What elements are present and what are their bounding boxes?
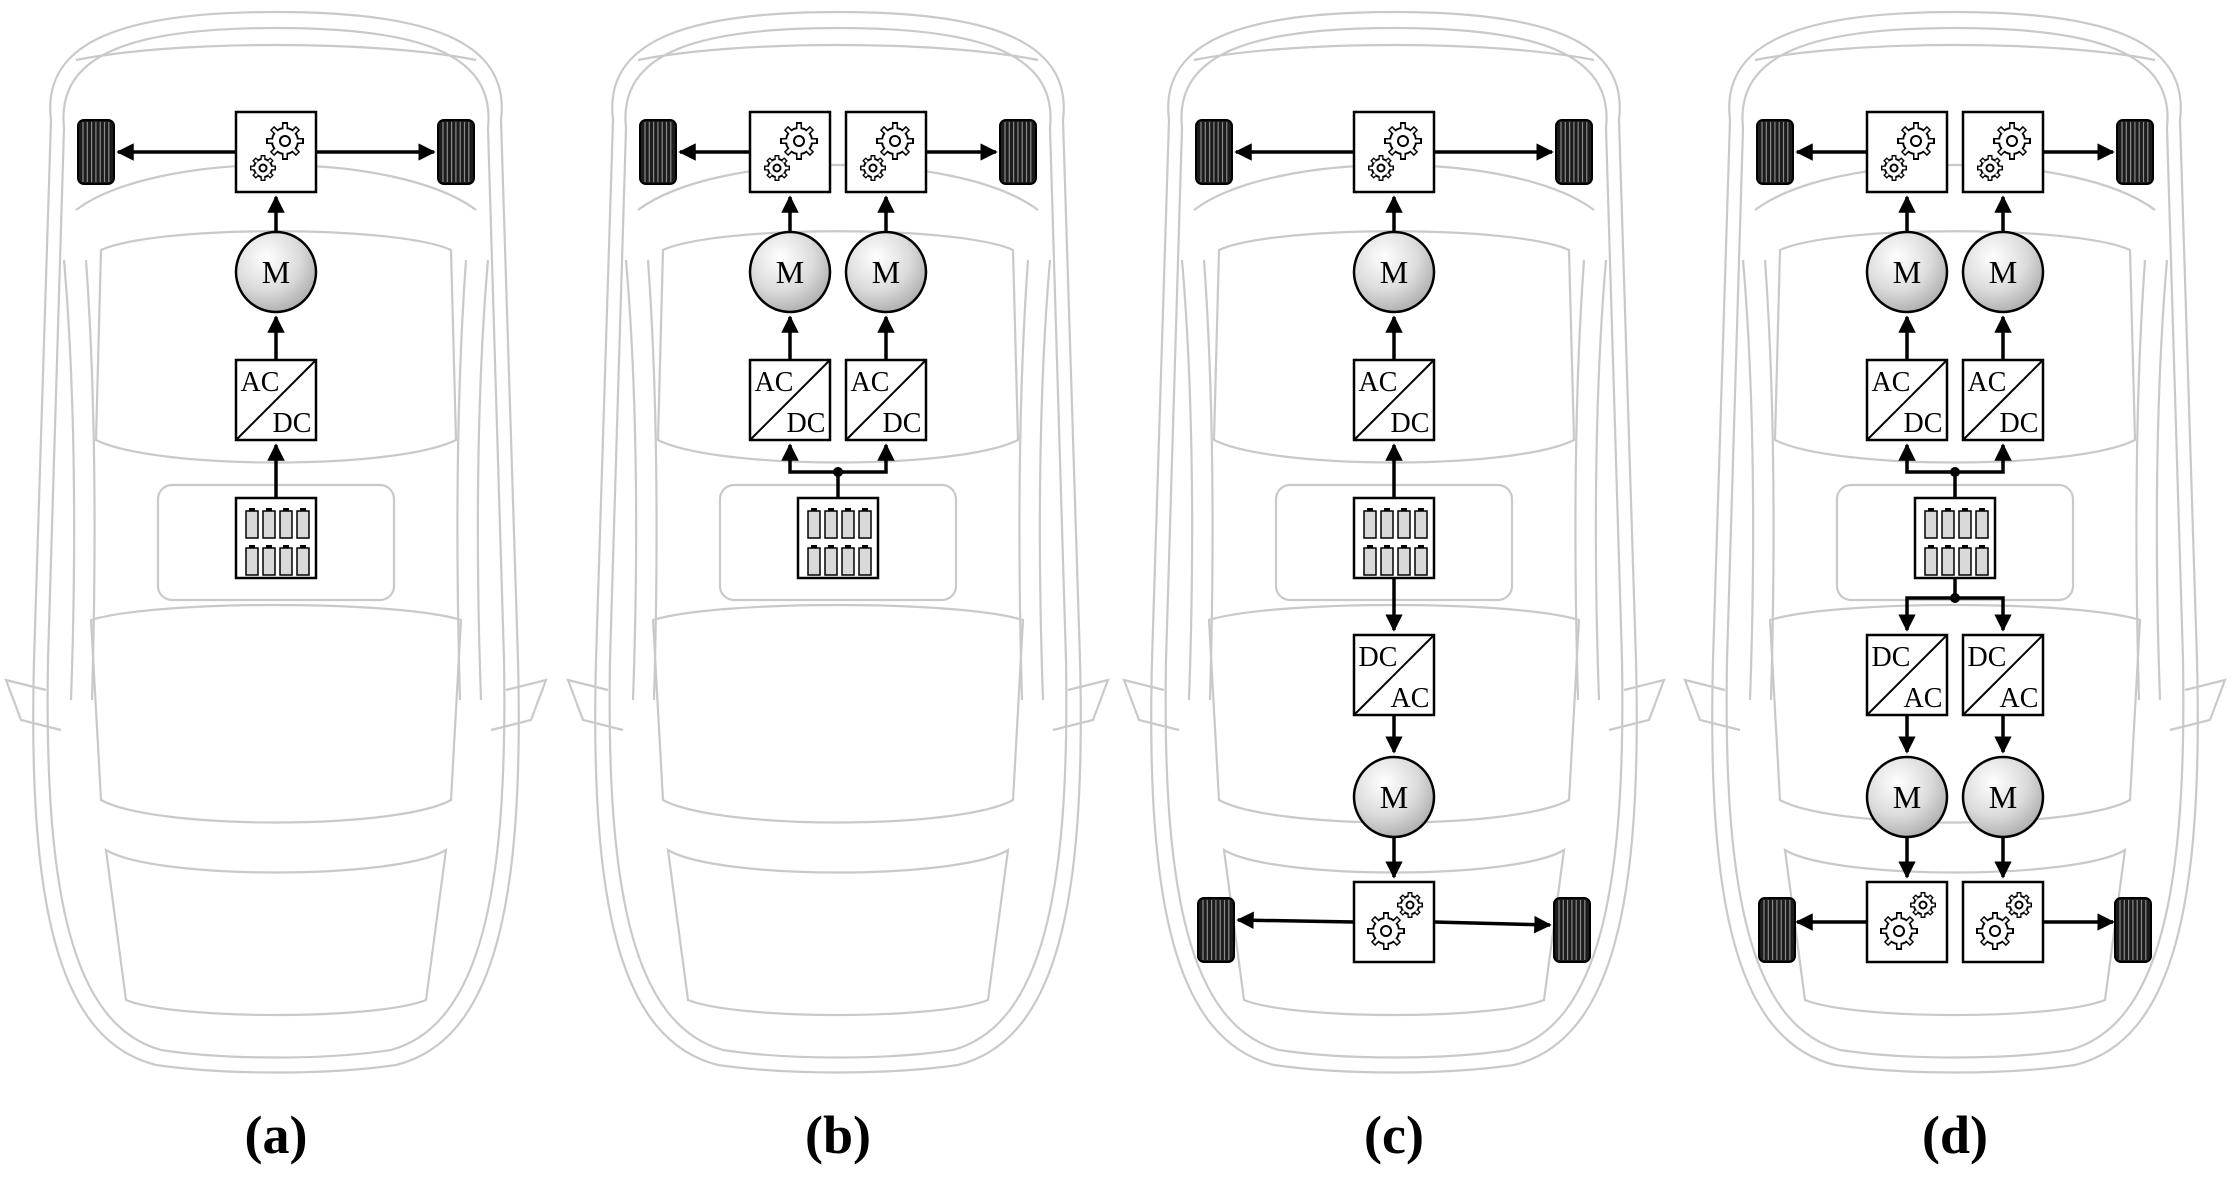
front-motor: M xyxy=(1865,230,1949,314)
front-left-wheel xyxy=(1195,119,1233,185)
bus-to-left-converter-arrow xyxy=(1898,443,1955,474)
gearbox-to-right-wheel-arrow xyxy=(1433,915,1552,934)
rear-gearbox xyxy=(1961,880,2045,964)
motor-label: M xyxy=(1989,779,2017,815)
rear-motor: M xyxy=(1961,755,2045,839)
front-motor: M xyxy=(234,230,318,314)
front-converter: AC DC xyxy=(1865,358,1949,442)
converter-bottom-label: DC xyxy=(1904,408,1943,439)
converter-bottom-label: AC xyxy=(1391,683,1430,714)
front-right-wheel xyxy=(2116,119,2154,185)
rear-gearbox xyxy=(1865,880,1949,964)
bus-to-right-converter-arrow xyxy=(838,443,895,474)
battery-pack xyxy=(796,496,880,580)
front-right-wheel xyxy=(999,119,1037,185)
motor-label: M xyxy=(262,254,290,290)
battery-pack xyxy=(1913,496,1997,580)
panel-b-caption: (b) xyxy=(805,1105,871,1165)
front-gearbox xyxy=(748,110,832,194)
front-converter: AC DC xyxy=(1961,358,2045,442)
front-motor: M xyxy=(1352,230,1436,314)
converter-top-label: AC xyxy=(1359,367,1398,398)
converter-bottom-label: DC xyxy=(883,408,922,439)
front-gearbox xyxy=(234,110,318,194)
converter-top-label: AC xyxy=(241,367,280,398)
front-motor: M xyxy=(748,230,832,314)
front-left-wheel xyxy=(1756,119,1794,185)
front-converter: AC DC xyxy=(844,358,928,442)
converter-top-label: DC xyxy=(1872,642,1911,673)
rear-right-wheel xyxy=(2114,897,2152,963)
rear-converter: DC AC xyxy=(1352,633,1436,717)
converter-bottom-label: AC xyxy=(2000,683,2039,714)
front-converter: AC DC xyxy=(1352,358,1436,442)
front-gearbox xyxy=(1865,110,1949,194)
motor-label: M xyxy=(1380,254,1408,290)
front-left-wheel xyxy=(639,119,677,185)
rear-motor: M xyxy=(1352,755,1436,839)
bus-to-right-converter-arrow xyxy=(1955,443,2012,474)
converter-bottom-label: DC xyxy=(2000,408,2039,439)
rear-gearbox xyxy=(1352,880,1436,964)
front-converter: AC DC xyxy=(234,358,318,442)
bus-to-left-inverter-arrow xyxy=(1898,596,1955,632)
front-gearbox xyxy=(1352,110,1436,194)
panel-a-caption: (a) xyxy=(244,1105,308,1165)
front-right-wheel xyxy=(437,119,475,185)
motor-label: M xyxy=(1989,254,2017,290)
rear-motor: M xyxy=(1865,755,1949,839)
front-motor: M xyxy=(844,230,928,314)
panel-d-caption: (d) xyxy=(1922,1105,1988,1165)
converter-bottom-label: DC xyxy=(1391,408,1430,439)
rear-converter: DC AC xyxy=(1865,633,1949,717)
battery-pack xyxy=(1352,496,1436,580)
converter-top-label: DC xyxy=(1968,642,2007,673)
front-converter: AC DC xyxy=(748,358,832,442)
converter-bottom-label: AC xyxy=(1904,683,1943,714)
motor-label: M xyxy=(1380,779,1408,815)
car-outline xyxy=(4,10,548,1074)
converter-top-label: AC xyxy=(1968,367,2007,398)
panel-d: M AC DC M AC DC DC AC M DC AC M xyxy=(1683,10,2227,1074)
front-gearbox xyxy=(844,110,928,194)
rear-left-wheel xyxy=(1197,897,1235,963)
motor-label: M xyxy=(872,254,900,290)
converter-top-label: AC xyxy=(851,367,890,398)
car-outline xyxy=(566,10,1110,1074)
motor-label: M xyxy=(1893,254,1921,290)
rear-right-wheel xyxy=(1553,897,1591,963)
gearbox-to-left-wheel-arrow xyxy=(1236,911,1355,930)
front-right-wheel xyxy=(1555,119,1593,185)
converter-top-label: AC xyxy=(755,367,794,398)
converter-top-label: DC xyxy=(1359,642,1398,673)
front-motor: M xyxy=(1961,230,2045,314)
rear-left-wheel xyxy=(1758,897,1796,963)
bus-to-right-inverter-arrow xyxy=(1955,596,2012,632)
converter-top-label: AC xyxy=(1872,367,1911,398)
converter-bottom-label: DC xyxy=(273,408,312,439)
front-left-wheel xyxy=(77,119,115,185)
motor-label: M xyxy=(1893,779,1921,815)
front-gearbox xyxy=(1961,110,2045,194)
rear-converter: DC AC xyxy=(1961,633,2045,717)
panel-a: M AC DC xyxy=(4,10,548,1074)
converter-bottom-label: DC xyxy=(787,408,826,439)
motor-label: M xyxy=(776,254,804,290)
battery-pack xyxy=(234,496,318,580)
panel-c-caption: (c) xyxy=(1364,1105,1424,1165)
panel-b: M AC DC M AC DC xyxy=(566,10,1110,1074)
bus-to-left-converter-arrow xyxy=(781,443,838,474)
panel-c: M AC DC DC AC M xyxy=(1122,10,1666,1074)
